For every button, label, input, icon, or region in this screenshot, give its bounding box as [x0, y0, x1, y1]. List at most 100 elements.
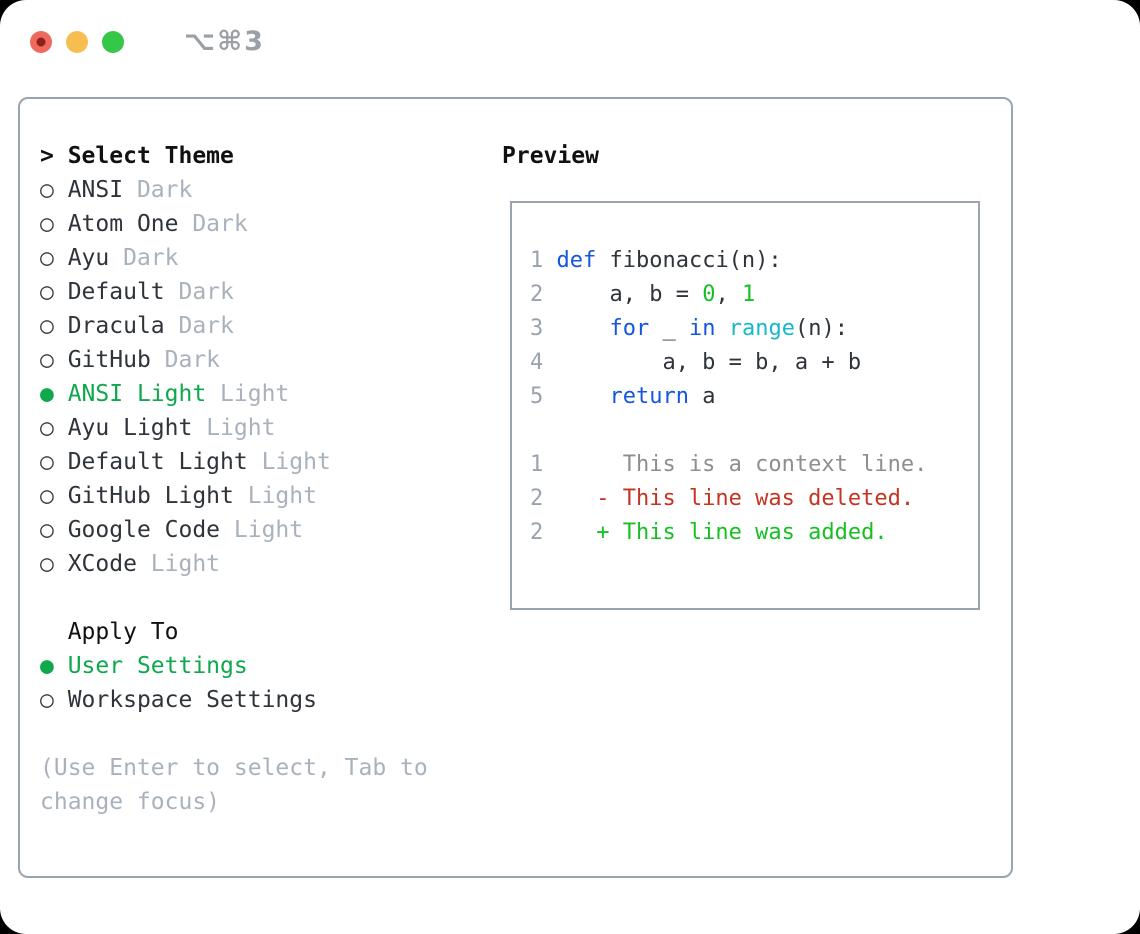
- cursor-prefix: >: [40, 143, 68, 169]
- token-plain: [715, 316, 728, 341]
- theme-list-item[interactable]: ○ Default Dark: [40, 275, 485, 309]
- line-number: 5: [530, 384, 544, 409]
- theme-list-item[interactable]: ○ Google Code Light: [40, 513, 485, 547]
- code-line: 2 + This line was added.: [530, 516, 978, 550]
- token-keyword: for: [609, 316, 650, 341]
- radio-circle-icon: ○: [40, 279, 68, 305]
- radio-circle-icon: ○: [40, 551, 68, 577]
- code-line: 4 a, b = b, a + b: [530, 346, 978, 380]
- token-number: 0: [702, 282, 716, 307]
- radio-circle-icon: ○: [40, 687, 68, 713]
- theme-variant-tag: Light: [261, 449, 331, 475]
- code-line: 2 - This line was deleted.: [530, 482, 978, 516]
- radio-circle-icon: ○: [40, 313, 68, 339]
- theme-list-item[interactable]: ○ Ayu Dark: [40, 241, 485, 275]
- radio-circle-icon: ○: [40, 449, 68, 475]
- code-tokens: return a: [556, 384, 715, 409]
- minimize-button[interactable]: [66, 30, 88, 53]
- close-button[interactable]: [30, 30, 52, 53]
- keyboard-hint-line: (Use Enter to select, Tab to: [40, 755, 428, 781]
- theme-variant-tag: Light: [247, 483, 317, 509]
- token-plain: [556, 384, 609, 409]
- preview-column: Preview 1 def fibonacci(n): 2 a, b = 0, 1…: [502, 139, 992, 610]
- line-number: 2: [530, 486, 544, 511]
- window-title-shortcut: ⌥⌘3: [184, 26, 265, 57]
- token-plain: [556, 316, 609, 341]
- token-keyword: return: [609, 384, 689, 409]
- theme-list-item[interactable]: ○ XCode Light: [40, 547, 485, 581]
- select-theme-header-label: Select Theme: [67, 143, 234, 169]
- apply-to-option-label: Workspace Settings: [67, 687, 317, 713]
- code-line: [530, 414, 978, 448]
- theme-name: Atom One: [67, 211, 193, 237]
- radio-circle-icon: ○: [40, 415, 68, 441]
- theme-name: GitHub: [67, 347, 165, 373]
- apply-to-header-label: Apply To: [67, 619, 179, 645]
- code-tokens: + This line was added.: [556, 520, 887, 545]
- preview-header-label: Preview: [502, 143, 599, 169]
- code-tokens: This is a context line.: [556, 452, 928, 477]
- radio-circle-icon: ○: [40, 211, 68, 237]
- close-button-dot: [36, 37, 46, 46]
- theme-name: Default Light: [67, 449, 262, 475]
- token-keyword: in: [688, 316, 716, 341]
- theme-name: Default: [67, 279, 179, 305]
- code-tokens: a, b = 0, 1: [556, 282, 755, 307]
- radio-circle-icon: ○: [40, 483, 68, 509]
- token-plain: _: [649, 316, 689, 341]
- theme-list-item[interactable]: ○ Default Light Light: [40, 445, 485, 479]
- line-number: 3: [530, 316, 544, 341]
- theme-list-item[interactable]: ○ Atom One Dark: [40, 207, 485, 241]
- theme-name: Dracula: [67, 313, 179, 339]
- theme-name: ANSI: [67, 177, 137, 203]
- code-line: 3 for _ in range(n):: [530, 312, 978, 346]
- theme-variant-tag: Dark: [192, 211, 248, 237]
- line-number: 1: [530, 248, 544, 273]
- radio-circle-icon: ○: [40, 517, 68, 543]
- code-line: 1 This is a context line.: [530, 448, 978, 482]
- theme-variant-tag: Dark: [123, 245, 179, 271]
- theme-list-item[interactable]: ○ Dracula Dark: [40, 309, 485, 343]
- code-tokens: def fibonacci(n):: [556, 248, 781, 273]
- apply-to-option[interactable]: ● User Settings: [40, 649, 485, 683]
- theme-variant-tag: Dark: [178, 313, 234, 339]
- apply-to-list: ● User Settings ○ Workspace Settings: [40, 649, 485, 717]
- apply-to-option[interactable]: ○ Workspace Settings: [40, 683, 485, 717]
- zoom-button[interactable]: [102, 30, 124, 53]
- line-number: 2: [530, 282, 544, 307]
- code-tokens: - This line was deleted.: [556, 486, 914, 511]
- apply-to-header: Apply To: [40, 615, 485, 649]
- theme-name: Google Code: [67, 517, 234, 543]
- token-context: This is a context line.: [556, 452, 928, 477]
- theme-variant-tag: Dark: [164, 347, 221, 373]
- token-keyword: def: [556, 248, 597, 273]
- theme-picker-panel: > Select Theme ○ ANSI Dark ○ Atom One Da…: [18, 97, 1013, 878]
- token-plain: a, b = b, a + b: [556, 350, 862, 375]
- token-plain: a: [688, 384, 716, 409]
- token-plain: (n):: [794, 316, 848, 341]
- theme-variant-tag: Light: [220, 381, 290, 407]
- radio-circle-icon: ●: [40, 653, 68, 679]
- theme-list-item[interactable]: ○ GitHub Dark: [40, 343, 485, 377]
- code-line: 1 def fibonacci(n):: [530, 244, 978, 278]
- spacer: [40, 581, 485, 615]
- token-number: 1: [741, 282, 756, 307]
- keyboard-hint-line: change focus): [40, 789, 221, 815]
- radio-circle-icon: ○: [40, 245, 68, 271]
- select-theme-header: > Select Theme: [40, 139, 485, 173]
- theme-list-item[interactable]: ● ANSI Light Light: [40, 377, 485, 411]
- theme-name: Ayu: [67, 245, 124, 271]
- theme-list-item[interactable]: ○ ANSI Dark: [40, 173, 485, 207]
- window-titlebar: ⌥⌘3: [30, 26, 265, 57]
- radio-circle-icon: ○: [40, 347, 68, 373]
- theme-list-item[interactable]: ○ GitHub Light Light: [40, 479, 485, 513]
- token-deleted: - This line was deleted.: [556, 486, 915, 511]
- code-line: 5 return a: [530, 380, 978, 414]
- theme-name: XCode: [67, 551, 151, 577]
- theme-list-column: > Select Theme ○ ANSI Dark ○ Atom One Da…: [40, 139, 485, 819]
- theme-list-item[interactable]: ○ Ayu Light Light: [40, 411, 485, 445]
- radio-circle-icon: ○: [40, 177, 68, 203]
- token-plain: ,: [715, 282, 742, 307]
- preview-header: Preview: [502, 139, 992, 173]
